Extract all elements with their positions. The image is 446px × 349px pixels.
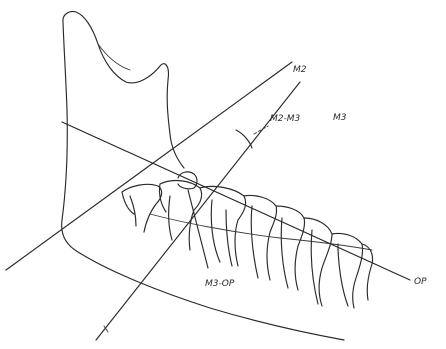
alveolar-crest [150, 214, 372, 250]
label-m2-m3: M2-M3 [270, 114, 301, 124]
tooth-second-premolar [244, 195, 277, 280]
m2-m3-leader-line [254, 126, 268, 134]
mandible-outline [62, 11, 344, 340]
label-m3: M3 [333, 113, 347, 123]
m2-axis-line [6, 62, 292, 270]
teeth-row [122, 181, 373, 308]
label-m2: M2 [293, 65, 307, 75]
tooth-canine [304, 218, 332, 306]
label-m3-op: M3-OP [205, 279, 235, 289]
tooth-first-molar [200, 186, 246, 266]
label-op: OP [414, 277, 427, 287]
tooth-third-molar [122, 184, 162, 232]
tooth-first-premolar [276, 206, 305, 290]
